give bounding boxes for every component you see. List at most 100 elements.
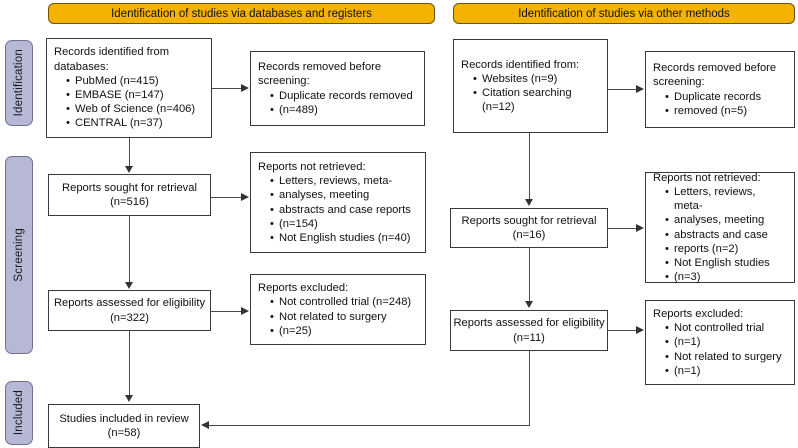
node-title-line1: Records removed before	[258, 61, 382, 74]
stage-label-screening: Screening	[13, 228, 25, 282]
list-item-continuation: analyses, meeting	[665, 213, 787, 227]
node-records-identified-other: Records identified from: Websites (n=9) …	[453, 39, 608, 133]
node-item-list: PubMed (n=415) EMBASE (n=147) Web of Sci…	[54, 74, 204, 131]
node-item-list: Websites (n=9) Citation searching (n=12)	[461, 72, 600, 115]
arrowhead-other-assessed-to-excluded	[636, 325, 644, 334]
node-line2: (n=322)	[110, 311, 149, 324]
list-item: Duplicate records	[665, 90, 787, 104]
connector-other-sought-to-not-retrieved	[608, 228, 636, 229]
arrowhead-identified-to-sought	[124, 166, 133, 173]
list-item-continuation: reports (n=2)	[665, 242, 787, 256]
connector-identified-to-sought	[129, 138, 130, 167]
node-line1: Reports assessed for eligibility	[53, 297, 206, 310]
arrowhead-sought-to-not-retrieved	[241, 192, 249, 201]
arrowhead-other-identified-to-removed	[636, 84, 644, 93]
arrowhead-other-identified-to-sought	[524, 199, 533, 206]
list-item: Letters, reviews, meta-	[270, 174, 418, 188]
node-reports-sought-databases: Reports sought for retrieval (n=516)	[48, 174, 211, 216]
node-line2: (n=16)	[512, 229, 546, 241]
connector-other-assessed-down	[529, 351, 530, 426]
list-item-continuation: removed (n=5)	[665, 104, 787, 118]
connector-assessed-to-excluded	[211, 311, 242, 312]
node-reports-excluded-other: Reports excluded: Not controlled trial (…	[645, 300, 795, 385]
list-item: Not related to surgery	[270, 310, 418, 324]
node-reports-assessed-other: Reports assessed for eligibility (n=11)	[450, 310, 608, 351]
list-item-continuation: abstracts and case	[665, 228, 787, 242]
node-title-line2: databases:	[54, 60, 109, 73]
list-item: Web of Science (n=406)	[66, 102, 204, 116]
connector-identified-to-removed	[212, 88, 242, 89]
node-reports-assessed-databases: Reports assessed for eligibility (n=322)	[48, 290, 211, 331]
node-line1: Studies included in review	[59, 412, 189, 425]
list-item-continuation: (n=489)	[270, 103, 417, 117]
stage-label-included: Included	[13, 390, 25, 436]
stage-pill-included: Included	[5, 381, 33, 445]
stage-pill-screening: Screening	[5, 156, 33, 354]
arrowhead-other-assessed-to-included	[201, 420, 209, 429]
list-item: Not controlled trial (n=248)	[270, 295, 418, 309]
connector-other-identified-to-removed	[608, 89, 636, 90]
arrowhead-other-sought-to-assessed	[524, 301, 533, 308]
list-item: Websites (n=9)	[473, 72, 600, 86]
node-line2: (n=516)	[110, 196, 149, 208]
list-item-continuation: abstracts and case reports	[270, 203, 418, 217]
node-title: Reports not retrieved:	[653, 171, 761, 184]
column-header-other-methods: Identification of studies via other meth…	[453, 3, 795, 24]
list-item: Not related to surgery	[665, 350, 787, 364]
list-item-continuation: (n=1)	[665, 364, 787, 378]
node-records-identified-databases: Records identified from databases: PubMe…	[46, 38, 212, 138]
node-title: Reports not retrieved:	[258, 160, 366, 173]
arrowhead-assessed-to-excluded	[241, 306, 249, 315]
node-item-list: Duplicate records removed (n=489)	[258, 89, 417, 118]
node-title: Reports excluded:	[258, 282, 349, 295]
column-header-databases-label: Identification of studies via databases …	[111, 7, 372, 20]
connector-other-assessed-to-included	[209, 425, 530, 426]
node-reports-not-retrieved-other: Reports not retrieved: Letters, reviews,…	[645, 171, 795, 285]
list-item: EMBASE (n=147)	[66, 88, 204, 102]
node-title: Records identified from:	[461, 58, 580, 71]
connector-sought-to-not-retrieved	[211, 197, 242, 198]
list-item-continuation: analyses, meeting	[270, 188, 418, 202]
list-item: Not English studies	[665, 256, 787, 270]
list-item-continuation: (n=25)	[270, 324, 418, 338]
list-item: Citation searching (n=12)	[473, 86, 600, 114]
connector-sought-to-assessed	[129, 216, 130, 283]
node-title-line1: Records removed before	[653, 62, 777, 75]
list-item-continuation: (n=1)	[665, 335, 787, 349]
list-item: PubMed (n=415)	[66, 74, 204, 88]
node-line2: (n=11)	[513, 331, 545, 344]
stage-label-identification: Identification	[13, 49, 25, 117]
node-title-line2: screening:	[258, 75, 310, 88]
column-header-databases: Identification of studies via databases …	[48, 3, 435, 24]
list-item-continuation: (n=154)	[270, 217, 418, 231]
node-item-list: Not controlled trial (n=248) Not related…	[258, 295, 418, 338]
node-title-line1: Records identified from	[54, 46, 170, 59]
arrowhead-other-sought-to-not-retrieved	[636, 223, 644, 232]
arrowhead-sought-to-assessed	[124, 282, 133, 289]
list-item: CENTRAL (n=37)	[66, 116, 204, 130]
stage-pill-identification: Identification	[5, 40, 33, 126]
node-reports-excluded-databases: Reports excluded: Not controlled trial (…	[250, 274, 426, 345]
list-item: Not controlled trial	[665, 321, 787, 335]
node-line1: Reports assessed for eligibility	[453, 317, 605, 330]
node-reports-sought-other: Reports sought for retrieval (n=16)	[450, 208, 608, 248]
node-title-line2: screening:	[653, 76, 705, 89]
node-item-list: Not controlled trial (n=1) Not related t…	[653, 321, 787, 378]
node-item-list: Letters, reviews, meta- analyses, meetin…	[653, 185, 787, 285]
node-line2: (n=58)	[107, 427, 141, 439]
column-header-other-methods-label: Identification of studies via other meth…	[518, 7, 730, 20]
list-item: Letters, reviews, meta-	[665, 185, 787, 213]
node-item-list: Letters, reviews, meta- analyses, meetin…	[258, 174, 418, 245]
connector-assessed-to-included	[129, 331, 130, 396]
arrowhead-identified-to-removed	[241, 83, 249, 92]
node-line1: Reports sought for retrieval	[461, 214, 597, 227]
list-item-continuation: (n=3)	[665, 270, 787, 284]
node-reports-not-retrieved-databases: Reports not retrieved: Letters, reviews,…	[250, 152, 426, 253]
connector-other-identified-to-sought	[529, 133, 530, 199]
list-item: Duplicate records removed	[270, 89, 417, 103]
connector-other-assessed-to-excluded	[608, 330, 636, 331]
node-line1: Reports sought for retrieval	[62, 181, 197, 194]
connector-other-sought-to-assessed	[529, 248, 530, 301]
node-item-list: Duplicate records removed (n=5)	[653, 90, 787, 119]
